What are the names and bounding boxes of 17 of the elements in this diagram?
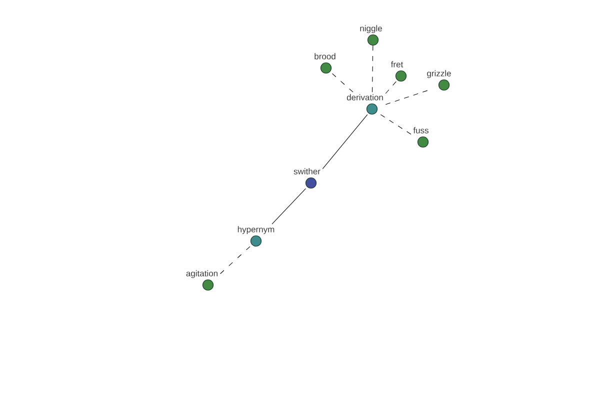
node-label: niggle xyxy=(360,25,382,34)
node-label: swither xyxy=(294,168,320,174)
node-label: derivation xyxy=(346,94,383,100)
connector xyxy=(385,81,396,94)
connector xyxy=(380,114,412,135)
connector xyxy=(332,73,354,92)
connector xyxy=(220,246,250,274)
connector xyxy=(322,114,368,170)
node-label: brood xyxy=(314,53,336,60)
node-label: fret xyxy=(391,61,404,68)
node-label: fuss xyxy=(413,127,428,134)
connector xyxy=(372,45,374,92)
node-label: grizzle xyxy=(427,70,451,78)
node-label: agitation xyxy=(186,270,218,278)
node-label: hypernym xyxy=(238,226,274,234)
connector xyxy=(385,90,428,105)
connector xyxy=(272,188,306,224)
